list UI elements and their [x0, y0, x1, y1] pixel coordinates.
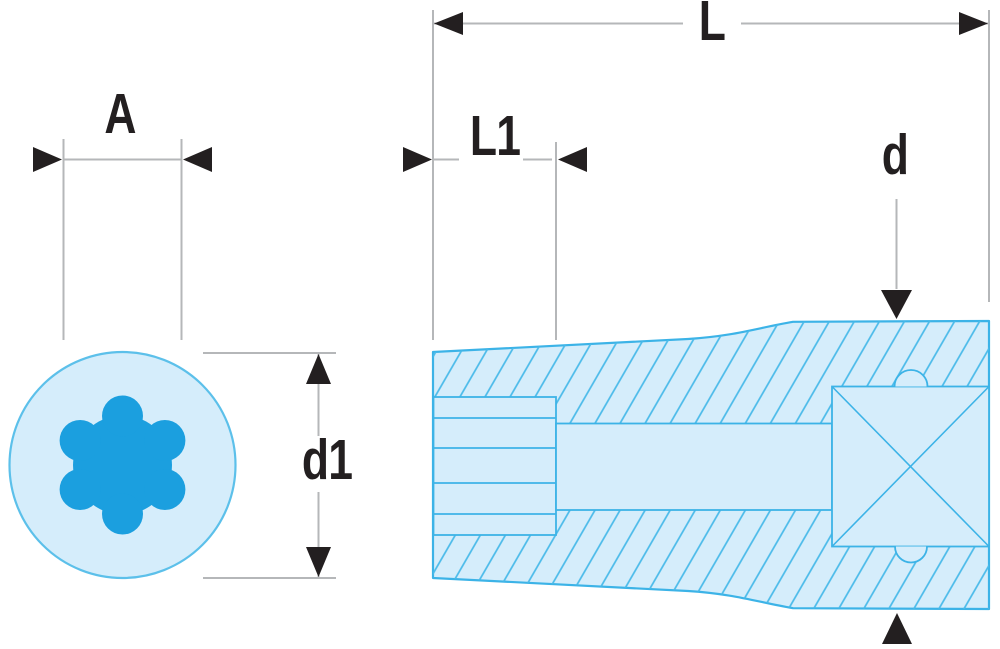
- arrowhead-left-icon: [434, 12, 463, 35]
- side-view-cross-section: [431, 319, 991, 611]
- dimension-l1: [403, 142, 587, 340]
- arrowhead-right-icon: [33, 147, 62, 172]
- bore-section: [555, 422, 833, 511]
- arrowhead-down-icon: [306, 547, 331, 577]
- square-drive-section: [831, 385, 990, 548]
- arrowhead-up-icon: [306, 354, 331, 384]
- torx-star-opening: [59, 395, 186, 535]
- arrowhead-up-icon: [882, 613, 912, 644]
- detent-notch-top: [893, 369, 929, 387]
- dimension-label-l: L: [698, 0, 726, 54]
- detent-notch-bottom: [894, 546, 928, 564]
- dimension-label-a: A: [103, 82, 136, 147]
- dimension-a: [33, 139, 212, 340]
- dimension-label-d: d: [881, 123, 909, 188]
- arrowhead-right-icon: [403, 147, 432, 172]
- front-view-torx-end: [8, 350, 237, 580]
- arrowhead-right-icon: [959, 12, 988, 35]
- dimension-d: [881, 199, 912, 644]
- dimension-l: [432, 10, 990, 340]
- dimension-label-l1: L1: [469, 104, 521, 169]
- arrowhead-left-icon: [183, 147, 212, 172]
- dimension-d1: [203, 352, 336, 579]
- torx-recess-section: [432, 396, 557, 536]
- arrowhead-left-icon: [558, 147, 587, 172]
- arrowhead-down-icon: [881, 290, 912, 319]
- dimension-label-d1: d1: [301, 428, 353, 493]
